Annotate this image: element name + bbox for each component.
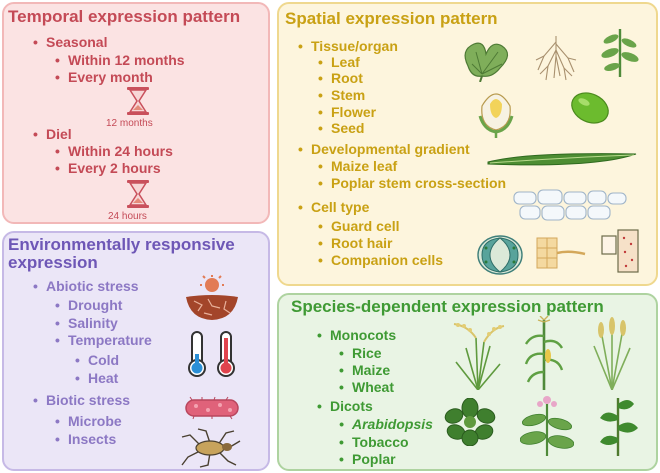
tobacco-item: Tobacco (339, 434, 408, 450)
maize-plant-icon (524, 316, 564, 390)
guard-cell-icon (477, 235, 523, 275)
biotic-stress-item: Biotic stress (33, 392, 130, 408)
dicots-item: Dicots (317, 398, 373, 414)
temperature-item: Temperature (55, 332, 152, 348)
drought-item: Drought (55, 297, 123, 313)
wheat-item: Wheat (339, 379, 394, 395)
species-title: Species-dependent expression pattern (291, 297, 604, 316)
flower-item: Flower (318, 104, 376, 120)
leaf-icon (464, 42, 509, 82)
leaf-item: Leaf (318, 54, 360, 70)
monocots-item: Monocots (317, 327, 396, 343)
rice-plant-icon (453, 323, 505, 390)
cell-type-item: Cell type (298, 199, 369, 215)
root-icon (535, 36, 577, 81)
heat-item: Heat (75, 370, 119, 386)
maize-leaf-item: Maize leaf (318, 158, 397, 174)
spatial-title: Spatial expression pattern (285, 9, 498, 28)
dry-soil-icon (186, 275, 238, 320)
insects-item: Insects (55, 431, 116, 447)
caption-24-hours: 24 hours (108, 211, 147, 222)
temporal-title: Temporal expression pattern (8, 7, 241, 26)
rice-item: Rice (339, 345, 381, 361)
stem-item: Stem (318, 87, 365, 103)
root-hair-item: Root hair (318, 235, 393, 251)
hourglass-icon (127, 180, 149, 208)
poplar-plant-icon (600, 398, 638, 456)
every-2-hours-item: Every 2 hours (55, 160, 161, 176)
poplar-stem-item: Poplar stem cross-section (318, 175, 506, 191)
seed-item: Seed (318, 120, 365, 136)
hourglass-icon (127, 87, 149, 115)
within-24-hours-item: Within 24 hours (55, 143, 173, 159)
root-hair-icon (536, 237, 586, 269)
arabidopsis-plant-icon (444, 398, 496, 446)
seasonal-item: Seasonal (33, 34, 108, 50)
cold-item: Cold (75, 352, 119, 368)
bacterium-icon (185, 396, 239, 420)
tissue-organ-item: Tissue/organ (298, 38, 398, 54)
abiotic-stress-item: Abiotic stress (33, 278, 139, 294)
flower-icon (478, 93, 514, 138)
stem-cross-section-icon (513, 189, 627, 221)
wheat-plant-icon (593, 317, 631, 390)
seed-icon (571, 92, 609, 124)
within-12-months-item: Within 12 months (55, 52, 184, 68)
companion-cells-item: Companion cells (318, 252, 443, 268)
poplar-item: Poplar (339, 451, 395, 467)
maize-leaf-icon (487, 153, 637, 166)
environment-title-line2: expression (8, 253, 98, 272)
microbe-item: Microbe (55, 413, 122, 429)
thermometer-cold-icon (188, 331, 206, 377)
guard-cell-item: Guard cell (318, 218, 400, 234)
diel-item: Diel (33, 126, 72, 142)
environment-title-line1: Environmentally responsive (8, 235, 235, 254)
every-month-item: Every month (55, 69, 153, 85)
thermometer-hot-icon (217, 331, 235, 377)
root-item: Root (318, 70, 363, 86)
salinity-item: Salinity (55, 315, 118, 331)
developmental-gradient-item: Developmental gradient (298, 141, 470, 157)
arabidopsis-item: Arabidopsis (339, 416, 433, 432)
stem-icon (601, 29, 639, 77)
caption-12-months: 12 months (106, 118, 153, 129)
companion-cell-icon (601, 229, 639, 273)
insect-icon (181, 428, 241, 468)
maize-item: Maize (339, 362, 390, 378)
tobacco-plant-icon (520, 396, 574, 456)
